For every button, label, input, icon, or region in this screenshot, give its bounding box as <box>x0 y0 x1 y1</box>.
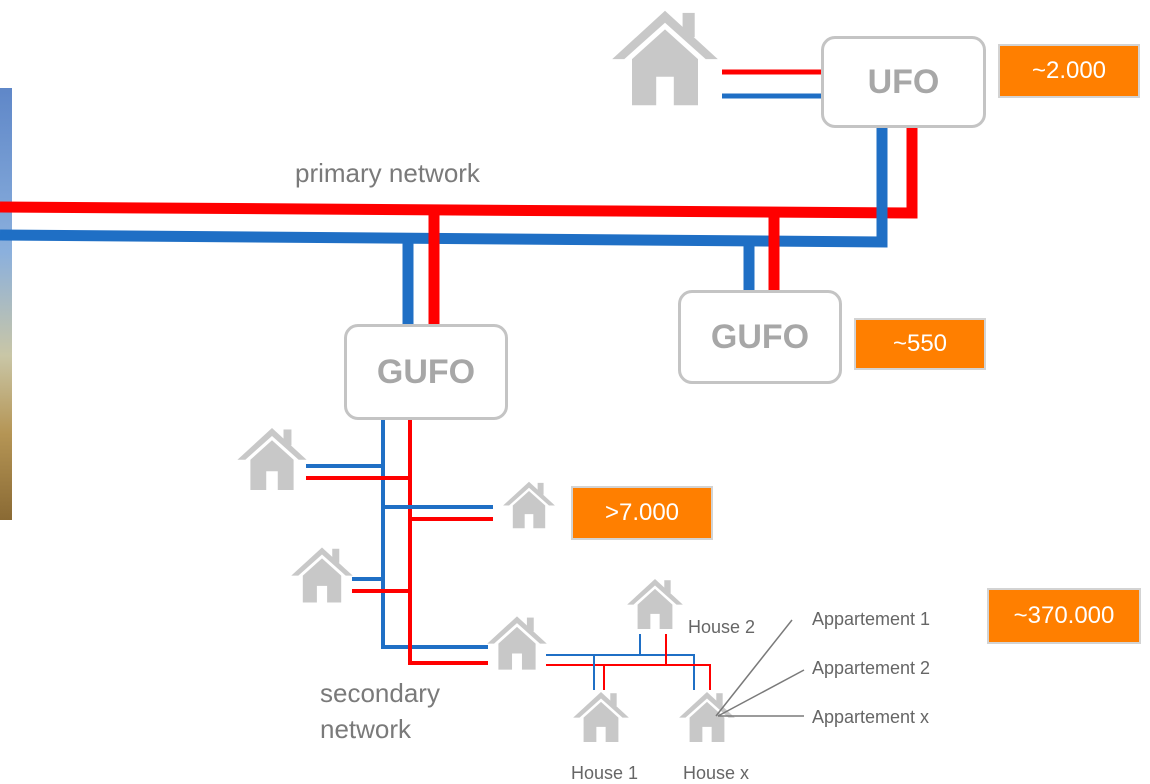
gufo-right-node: GUFO <box>678 290 842 384</box>
house-1-icon <box>573 692 629 742</box>
secondary-network-pipes <box>306 420 493 665</box>
house-x-icon <box>679 692 735 742</box>
ufo-house-icon <box>612 10 718 106</box>
secondary-network-label-line2: network <box>320 714 412 744</box>
secondary-supply-main <box>408 420 488 665</box>
gufo-count-badge: ~550 <box>854 318 986 370</box>
house-2-icon <box>627 579 683 629</box>
house-icon <box>487 616 547 670</box>
house-1-label: House 1 <box>571 763 639 783</box>
appartement-1-label: Appartement 1 <box>812 609 931 629</box>
primary-return-pipe <box>0 128 888 248</box>
primary-supply-pipe <box>0 128 918 219</box>
house-pipes <box>546 634 711 690</box>
house-icon <box>291 547 353 603</box>
house-2-label: House 2 <box>688 617 756 637</box>
appartement-x-label: Appartement x <box>812 707 930 727</box>
background-photo-strip <box>0 88 12 520</box>
appartement-pointers <box>715 619 805 717</box>
ufo-count-badge: ~2.000 <box>998 44 1140 98</box>
appartement-2-label: Appartement 2 <box>812 658 931 678</box>
house-x-label: House x <box>683 763 750 783</box>
house-count-badge: >7.000 <box>571 486 713 540</box>
primary-network-pipes <box>0 69 918 326</box>
appartement-count-badge: ~370.000 <box>987 588 1141 644</box>
secondary-network-label-line1: secondary <box>320 678 440 708</box>
gufo-left-node: GUFO <box>344 324 508 420</box>
ufo-node: UFO <box>821 36 986 128</box>
house-icon <box>237 428 307 490</box>
secondary-return-main <box>381 420 488 649</box>
house-icon <box>503 481 555 529</box>
primary-network-label: primary network <box>295 158 480 188</box>
